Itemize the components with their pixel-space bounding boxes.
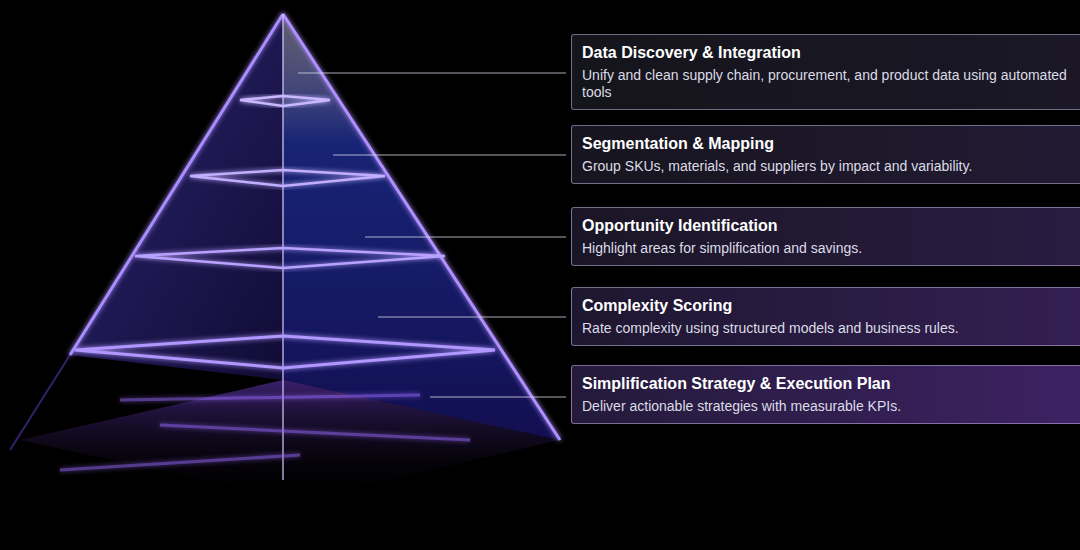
base-reflection [60, 395, 470, 470]
pyramid-edge [10, 355, 70, 450]
step-title: Opportunity Identification [582, 216, 1070, 236]
step-title: Data Discovery & Integration [582, 43, 1070, 63]
leader-line [333, 155, 566, 156]
pyramid-edge [283, 14, 560, 440]
step-box: Complexity ScoringRate complexity using … [571, 287, 1080, 346]
pyramid-left-face [70, 14, 283, 380]
step-description: Deliver actionable strategies with measu… [582, 398, 1070, 415]
level-ring [75, 336, 495, 368]
leader-line [298, 73, 566, 74]
step-title: Segmentation & Mapping [582, 134, 1070, 154]
step-box: Opportunity IdentificationHighlight area… [571, 207, 1080, 266]
step-description: Unify and clean supply chain, procuremen… [582, 67, 1070, 101]
level-ring [190, 170, 385, 186]
step-description: Highlight areas for simplification and s… [582, 240, 1070, 257]
step-box: Segmentation & MappingGroup SKUs, materi… [571, 125, 1080, 184]
leader-lines [298, 73, 566, 397]
step-box: Data Discovery & IntegrationUnify and cl… [571, 34, 1080, 110]
step-title: Complexity Scoring [582, 296, 1070, 316]
leader-line [430, 397, 566, 398]
pyramid-right-face [283, 14, 560, 440]
pyramid-base-glow [20, 380, 560, 500]
step-box: Simplification Strategy & Execution Plan… [571, 365, 1080, 424]
leader-line [378, 317, 566, 318]
level-ring [135, 248, 445, 268]
leader-line [365, 237, 566, 238]
level-ring [240, 96, 330, 106]
step-description: Rate complexity using structured models … [582, 320, 1070, 337]
pyramid-edge [70, 14, 283, 355]
pyramid-body [10, 14, 560, 500]
step-description: Group SKUs, materials, and suppliers by … [582, 158, 1070, 175]
step-title: Simplification Strategy & Execution Plan [582, 374, 1070, 394]
